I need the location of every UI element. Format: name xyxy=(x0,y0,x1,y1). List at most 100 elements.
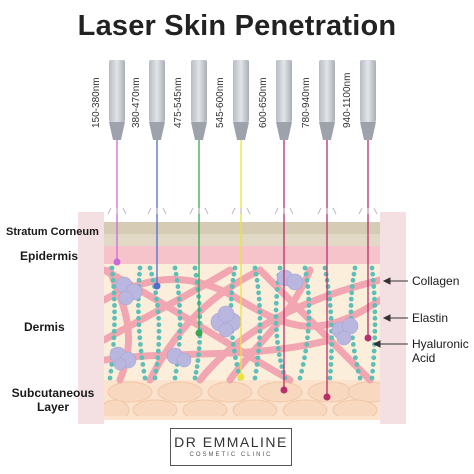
elastin-dot xyxy=(177,335,182,341)
elastin-dot xyxy=(109,362,115,367)
elastin-dot xyxy=(329,348,334,354)
elastin-dot xyxy=(372,322,378,328)
elastin-dot xyxy=(303,271,309,277)
elastin-dot xyxy=(369,265,375,271)
beam-sparkle xyxy=(147,207,152,215)
diagram-title: Laser Skin Penetration xyxy=(77,10,397,42)
elastin-dot xyxy=(304,277,310,283)
laser-endpoint-150-380nm xyxy=(113,258,121,266)
elastin-dot xyxy=(370,277,376,283)
elastin-dot xyxy=(300,362,306,367)
elastin-dot xyxy=(196,346,202,351)
elastin-dot xyxy=(107,375,113,381)
laser-device-380-470nm xyxy=(149,60,165,140)
elastin-dot xyxy=(299,368,305,374)
elastin-dot xyxy=(111,296,117,302)
elastin-dot xyxy=(350,342,356,347)
elastin-dot xyxy=(177,322,183,328)
elastin-dot xyxy=(255,355,261,361)
elastin-dot xyxy=(306,303,312,308)
label-elastin: Elastin xyxy=(412,311,449,325)
elastin-dot xyxy=(177,309,183,315)
laser-endpoint-600-650nm xyxy=(280,386,288,394)
elastin-dot xyxy=(253,271,259,277)
elastin-dot xyxy=(306,309,312,315)
beam-sparkle xyxy=(204,207,209,215)
elastin-dot xyxy=(280,369,286,375)
elastin-dot xyxy=(150,277,156,283)
fat-cells xyxy=(104,381,380,416)
beam-sparkle xyxy=(246,207,251,215)
laser-endpoint-940-1100nm xyxy=(364,334,372,342)
elastin-dot xyxy=(197,320,203,326)
elastin-dot xyxy=(257,309,263,315)
laser-device-940-1100nm xyxy=(360,60,376,140)
elastin-dot xyxy=(197,314,203,320)
elastin-dot xyxy=(351,271,357,277)
elastin-dot xyxy=(177,328,183,334)
laser-endpoint-780-940nm xyxy=(323,393,331,401)
elastin-dot xyxy=(194,279,200,285)
elastin-dot xyxy=(371,290,377,296)
elastin-dot xyxy=(136,328,142,334)
elastin-dot xyxy=(231,271,237,277)
laser-endpoint-380-470nm xyxy=(153,282,161,290)
laser-device-545-600nm xyxy=(233,60,249,140)
elastin-dot xyxy=(348,296,354,302)
elastin-dot xyxy=(273,300,279,306)
epidermis-band xyxy=(104,246,380,264)
elastin-dot xyxy=(154,362,160,367)
elastin-dot xyxy=(254,277,260,283)
elastin-dot xyxy=(369,375,375,381)
elastin-dot xyxy=(193,369,199,375)
elastin-dot xyxy=(372,315,378,321)
elastin-dot xyxy=(234,362,240,367)
elastin-dot xyxy=(257,328,263,334)
elastin-dot xyxy=(112,322,117,328)
elastin-dot xyxy=(112,315,117,321)
elastin-dot xyxy=(137,335,143,341)
elastin-dot xyxy=(172,375,178,381)
elastin-dot xyxy=(252,265,258,271)
elastin-dot xyxy=(235,368,241,374)
elastin-dot xyxy=(354,362,360,367)
elastin-dot xyxy=(305,290,311,296)
elastin-dot xyxy=(155,348,161,354)
label-stratum-corneum: Stratum Corneum xyxy=(6,226,99,238)
elastin-dot xyxy=(277,265,283,271)
elastin-dot xyxy=(156,335,162,341)
elastin-dot xyxy=(141,368,147,374)
elastin-dot xyxy=(136,309,141,315)
elastin-dot xyxy=(372,309,378,315)
elastin-dot xyxy=(323,271,329,277)
elastin-dot xyxy=(274,327,279,333)
elastin-dot xyxy=(156,315,161,321)
beam-sparkle xyxy=(332,207,337,215)
elastin-dot xyxy=(275,339,280,345)
elastin-dot xyxy=(196,352,201,358)
elastin-dot xyxy=(154,296,160,302)
elastin-dot xyxy=(109,265,115,271)
elastin-dot xyxy=(137,271,142,277)
elastin-dot xyxy=(231,348,237,354)
elastin-dot xyxy=(351,348,357,354)
elastin-dot xyxy=(176,296,182,302)
beam-sparkle xyxy=(162,207,167,215)
elastin-dot xyxy=(232,265,238,271)
elastin-dot xyxy=(327,303,333,308)
elastin-dot xyxy=(136,322,142,328)
elastin-dot xyxy=(372,328,378,334)
elastin-dot xyxy=(328,322,334,328)
elastin-dot xyxy=(257,303,262,308)
elastin-dot xyxy=(153,290,159,296)
beam-sparkle xyxy=(189,207,194,215)
elastin-dot xyxy=(138,342,143,347)
elastin-dot xyxy=(174,277,180,283)
elastin-dot xyxy=(156,342,162,347)
elastin-dot xyxy=(353,355,358,361)
elastin-dot xyxy=(306,296,312,302)
elastin-dot xyxy=(111,335,117,341)
elastin-dot xyxy=(275,346,281,351)
elastin-dot xyxy=(302,355,307,361)
label-collagen: Collagen xyxy=(412,274,460,288)
